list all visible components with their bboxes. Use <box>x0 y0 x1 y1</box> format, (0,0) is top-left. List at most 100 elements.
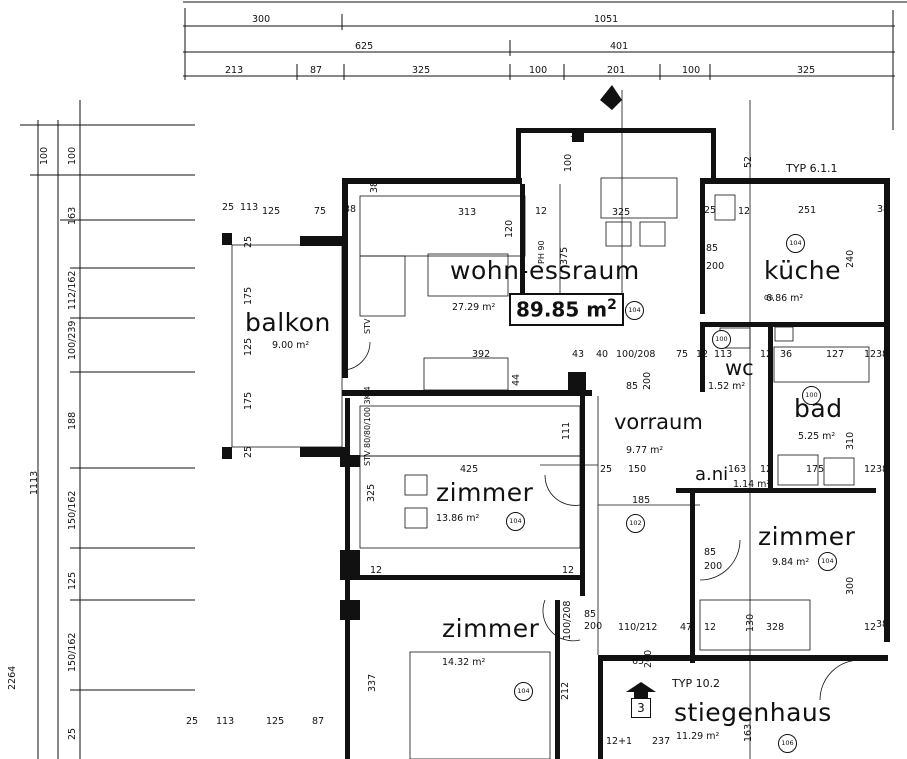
room-area-bad: 5.25 m² <box>798 431 836 442</box>
dim-75: 75 <box>676 349 689 360</box>
dim-328: 328 <box>766 622 785 633</box>
dim-bal-175a: 175 <box>243 286 254 305</box>
total-area-unit: 2 <box>607 297 617 313</box>
dim-85b: 85 <box>704 547 717 558</box>
dim-150: 150 <box>628 464 647 475</box>
dim-200e: 200 <box>706 261 725 272</box>
dim-100-208a: 100/208 <box>616 349 656 360</box>
dim-top-100b: 100 <box>682 65 701 76</box>
room-code-kueche: 104 <box>786 234 805 253</box>
dim-left-150-162b: 150/162 <box>67 632 78 672</box>
room-code-stiegenhaus: 106 <box>778 734 797 753</box>
dim-200b: 200 <box>704 561 723 572</box>
dim-300: 300 <box>845 576 856 595</box>
dim-left-188: 188 <box>67 411 78 430</box>
dim-38-n: 38 <box>570 129 583 140</box>
room-name-wc: wc <box>725 356 754 380</box>
dim-top-201: 201 <box>607 65 626 76</box>
room-name-zimmer-3: zimmer <box>442 614 540 643</box>
note-ph90: PH 90 <box>537 240 546 264</box>
dim-36: 36 <box>780 349 793 360</box>
dim-44: 44 <box>511 373 522 386</box>
dim-bal-125s: 125 <box>243 337 254 356</box>
dim-bot-25: 25 <box>186 716 199 727</box>
room-name-kueche: küche <box>764 256 842 285</box>
dim-120: 120 <box>504 219 515 238</box>
dim-25b: 25 <box>600 464 613 475</box>
dim-43: 43 <box>572 349 585 360</box>
dim-top-87: 87 <box>310 65 323 76</box>
dim-175: 175 <box>806 464 825 475</box>
dim-251: 251 <box>798 205 817 216</box>
dim-237: 237 <box>652 736 671 747</box>
room-name-zimmer-2: zimmer <box>758 522 856 551</box>
room-code-wohn-essraum: 104 <box>625 301 644 320</box>
dim-top-325a: 325 <box>412 65 431 76</box>
dim-12a: 12 <box>535 206 548 217</box>
dim-127: 127 <box>826 349 845 360</box>
room-area-vorraum: 9.77 m² <box>626 445 664 456</box>
dim-12j: 12 <box>704 622 717 633</box>
dim-top-213: 213 <box>225 65 244 76</box>
dim-38-l1: 38 <box>369 180 380 193</box>
dim-left-112-162: 112/162 <box>67 270 78 310</box>
dim-100-208b: 100/208 <box>562 600 573 640</box>
dim-12h: 12 <box>370 565 383 576</box>
dim-85d: 85 <box>706 243 719 254</box>
dim-bal-38: 38 <box>344 204 357 215</box>
dim-12c: 12 <box>696 349 709 360</box>
room-name-balkon: balkon <box>245 308 331 337</box>
note-stv: STV <box>363 318 372 334</box>
room-name-zimmer-1: zimmer <box>436 478 534 507</box>
dim-38-r3: 38 <box>876 464 889 475</box>
dim-38-r4: 38 <box>876 619 889 630</box>
note-c6: C6 <box>764 294 774 302</box>
dim-185: 185 <box>632 495 651 506</box>
dim-200c: 200 <box>584 621 603 632</box>
type-label-6-1-1: TYP 6.1.1 <box>786 162 838 175</box>
dim-240: 240 <box>845 249 856 268</box>
dim-38-l2: 38 <box>345 459 358 470</box>
dim-310: 310 <box>845 431 856 450</box>
dim-left-125: 125 <box>67 571 78 590</box>
dim-212: 212 <box>560 681 571 700</box>
room-area-zimmer-2: 9.84 m² <box>772 557 810 568</box>
dim-left-100b: 100 <box>67 146 78 165</box>
room-code-zimmer-1: 104 <box>506 512 525 531</box>
dim-bot-125: 125 <box>266 716 285 727</box>
dim-left-100a: 100 <box>39 146 50 165</box>
room-name-a-ni: a.ni <box>695 464 729 485</box>
dim-200a: 200 <box>642 371 653 390</box>
dim-325: 325 <box>612 207 631 218</box>
dim-110-212: 110/212 <box>618 622 658 633</box>
dim-163: 163 <box>728 464 747 475</box>
room-area-balkon: 9.00 m² <box>272 340 310 351</box>
room-name-vorraum: vorraum <box>614 410 703 434</box>
room-code-bad: 100 <box>802 386 821 405</box>
note-stv-long: STV 80/80/100 3K/4 <box>363 386 372 466</box>
dim-left-25: 25 <box>67 727 78 740</box>
dim-425: 425 <box>460 464 479 475</box>
dim-12i: 12 <box>562 565 575 576</box>
dim-100-n: 100 <box>563 153 574 172</box>
dim-130: 130 <box>745 613 756 632</box>
dim-bal-25a: 25 <box>243 235 254 248</box>
dim-40: 40 <box>596 349 609 360</box>
dim-top-100a: 100 <box>529 65 548 76</box>
stair-number: 3 <box>631 698 651 718</box>
total-area-box: 89.85 m2 <box>509 293 624 326</box>
dim-left-1113: 1113 <box>29 470 40 495</box>
total-area-value: 89.85 m <box>516 297 608 322</box>
room-area-wc: 1.52 m² <box>708 381 746 392</box>
dim-337: 337 <box>367 673 378 692</box>
dim-top-625: 625 <box>355 41 374 52</box>
dim-left-163: 163 <box>67 206 78 225</box>
dim-12plus1: 12+1 <box>606 736 633 747</box>
dim-bal-25b: 25 <box>243 445 254 458</box>
room-name-stiegenhaus: stiegenhaus <box>674 698 832 727</box>
dim-38-r1: 38 <box>877 204 890 215</box>
room-name-wohn-essraum: wohn-essraum <box>450 256 640 285</box>
room-area-zimmer-3: 14.32 m² <box>442 657 486 668</box>
type-label-10-2: TYP 10.2 <box>672 677 721 690</box>
dim-top-401: 401 <box>610 41 629 52</box>
